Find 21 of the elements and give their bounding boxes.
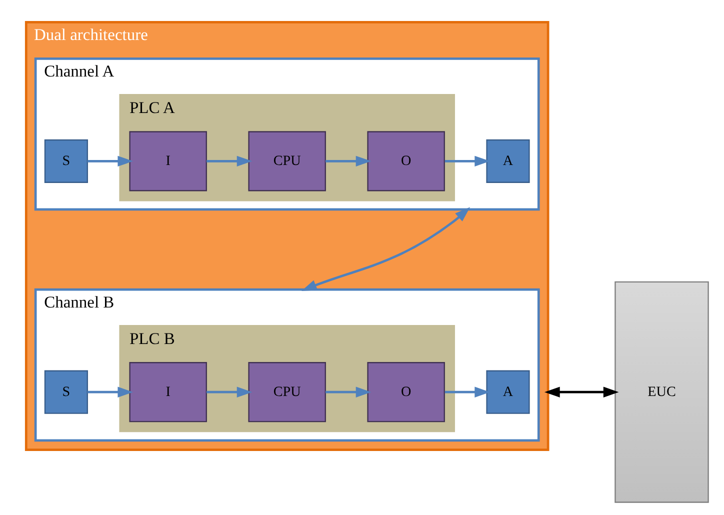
node-box: A xyxy=(486,139,530,183)
node-box: O xyxy=(366,362,444,422)
arrow xyxy=(206,386,252,398)
arrow xyxy=(325,156,371,167)
node-box: EUC xyxy=(614,281,708,503)
node-box: S xyxy=(44,370,88,414)
arrow xyxy=(87,386,133,398)
arrow xyxy=(444,386,490,398)
arrow xyxy=(87,156,133,167)
arrow xyxy=(444,156,490,167)
arrow xyxy=(300,207,470,291)
node-box: CPU xyxy=(248,362,326,422)
node-box: I xyxy=(128,362,206,422)
arrow xyxy=(544,386,618,398)
node-box: S xyxy=(44,139,88,183)
node-box: O xyxy=(366,131,444,192)
node-box: CPU xyxy=(248,131,326,192)
arrow xyxy=(325,386,371,398)
node-box: I xyxy=(128,131,206,192)
arrow xyxy=(206,156,252,167)
node-box: A xyxy=(486,370,530,414)
